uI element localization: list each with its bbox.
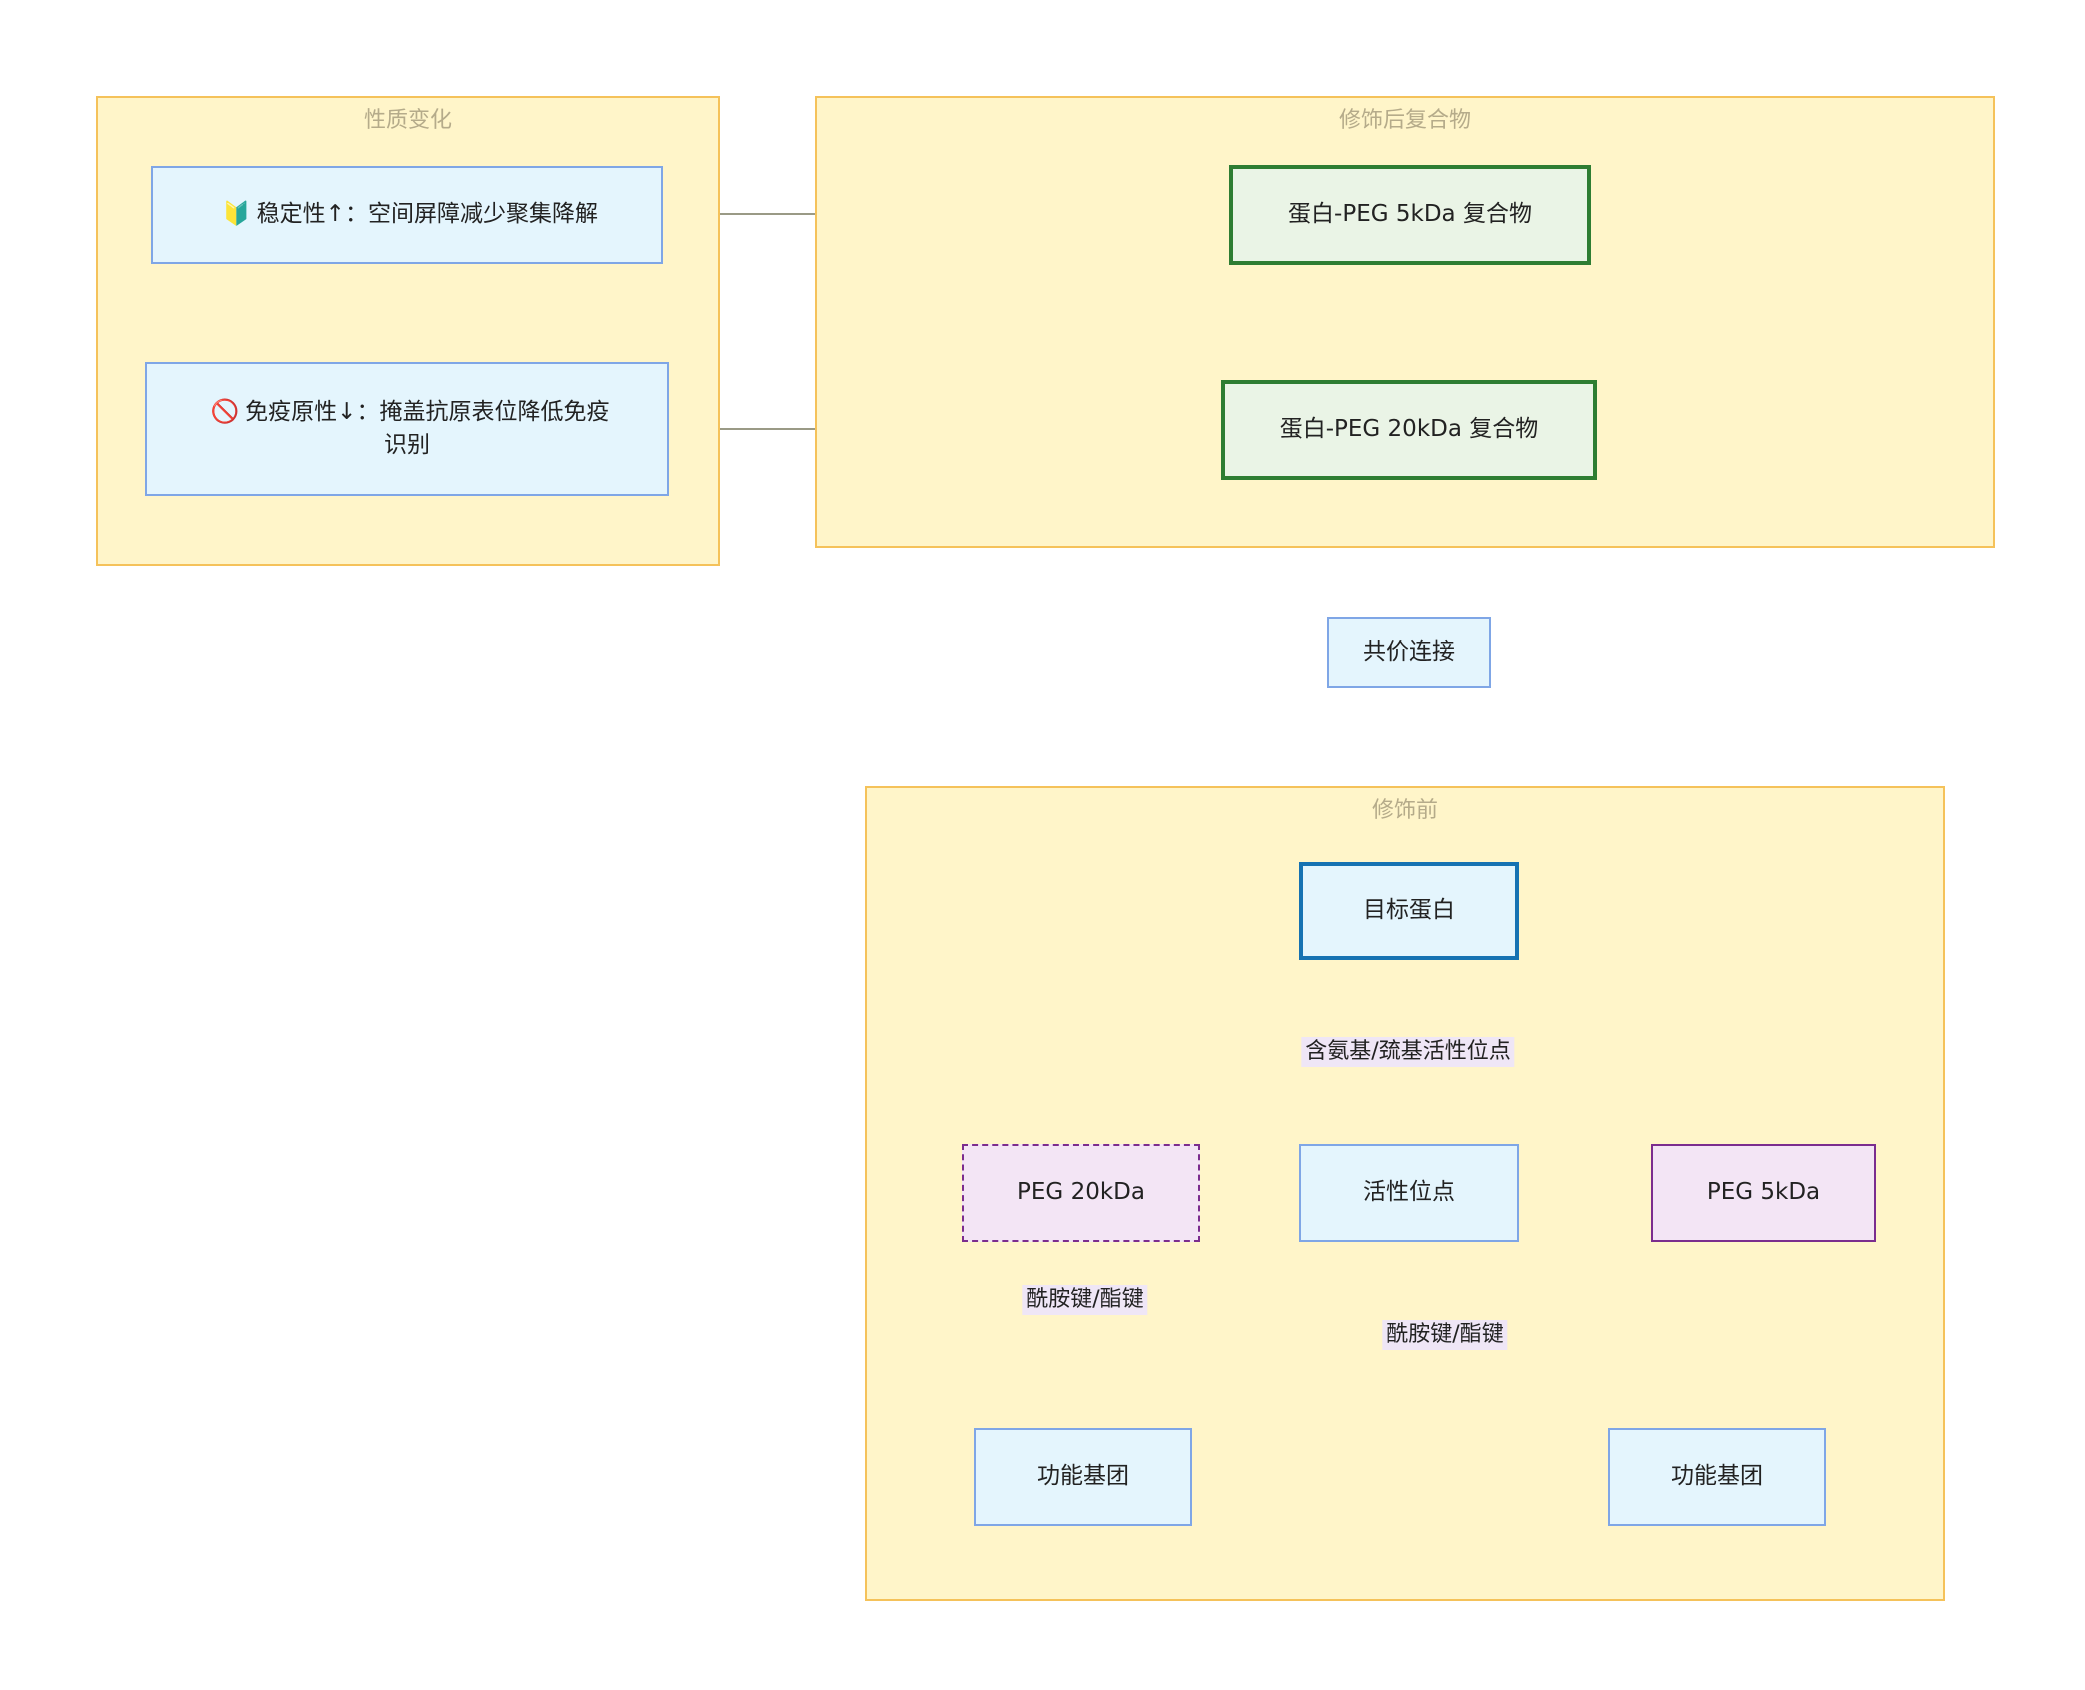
edge-label-site-to-right: 酰胺键/酯键 xyxy=(1382,1320,1508,1350)
edge-label-site-to-left: 酰胺键/酯键 xyxy=(1022,1285,1148,1315)
beginner-shield-icon: 🔰 xyxy=(222,201,251,228)
node-label: 蛋白-PEG 5kDa 复合物 xyxy=(1288,201,1532,228)
cluster-title: 修饰后复合物 xyxy=(1338,108,1471,133)
node-stability[interactable]: 🔰 稳定性↑：空间屏障减少聚集降解 xyxy=(151,166,663,264)
node-peg-20k[interactable]: PEG 20kDa xyxy=(962,1144,1200,1242)
cluster-after-modification: 修饰后复合物 xyxy=(815,96,1995,548)
node-label: PEG 20kDa xyxy=(1017,1179,1145,1206)
node-complex-5k[interactable]: 蛋白-PEG 5kDa 复合物 xyxy=(1229,165,1591,265)
node-label: 活性位点 xyxy=(1363,1179,1455,1206)
node-immunogenicity[interactable]: 🚫免疫原性↓：掩盖抗原表位降低免疫识别 xyxy=(145,362,669,496)
prohibited-icon: 🚫 xyxy=(210,398,240,425)
node-func-group-left[interactable]: 功能基团 xyxy=(974,1428,1192,1526)
node-label: PEG 5kDa xyxy=(1706,1179,1821,1206)
node-label: 功能基团 xyxy=(1671,1463,1763,1490)
node-label: 稳定性↑：空间屏障减少聚集降解 xyxy=(256,201,598,228)
node-target-protein[interactable]: 目标蛋白 xyxy=(1299,862,1519,960)
node-func-group-right[interactable]: 功能基团 xyxy=(1608,1428,1826,1526)
node-label: 目标蛋白 xyxy=(1363,897,1455,924)
cluster-title: 修饰前 xyxy=(1371,798,1438,823)
node-peg-5k[interactable]: PEG 5kDa xyxy=(1651,1144,1876,1242)
node-label: 功能基团 xyxy=(1037,1463,1129,1490)
cluster-title: 性质变化 xyxy=(363,108,452,133)
node-complex-20k[interactable]: 蛋白-PEG 20kDa 复合物 xyxy=(1221,380,1597,480)
node-active-site[interactable]: 活性位点 xyxy=(1299,1144,1519,1242)
node-covalent[interactable]: 共价连接 xyxy=(1327,617,1491,688)
edge-label-target-to-site: 含氨基/巯基活性位点 xyxy=(1301,1037,1515,1067)
node-label: 免疫原性↓：掩盖抗原表位降低免疫识别 xyxy=(245,398,610,458)
node-label: 蛋白-PEG 20kDa 复合物 xyxy=(1279,416,1539,443)
node-label: 共价连接 xyxy=(1363,638,1455,665)
